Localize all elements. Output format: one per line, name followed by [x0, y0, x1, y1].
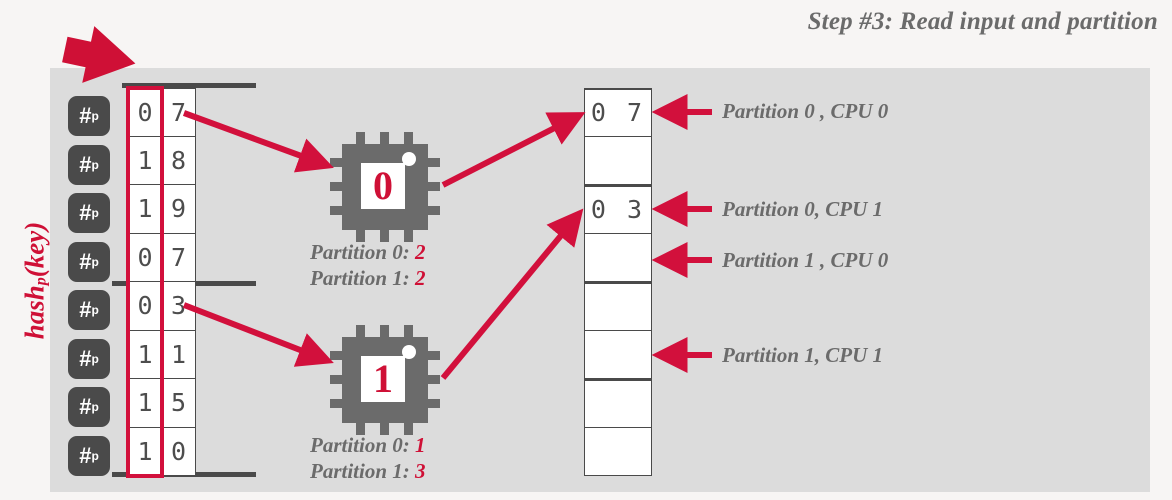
badge-glyph: #: [79, 443, 92, 468]
cell-value: 7: [170, 97, 187, 127]
badge-subscript: p: [91, 352, 99, 366]
caption-count: 1: [415, 433, 426, 457]
cell-value: 8: [170, 145, 187, 175]
cpu-chip-icon: 0: [330, 132, 440, 242]
cpu-chip-icon: 1: [330, 325, 440, 435]
output-cell: 0 3: [584, 185, 652, 234]
output-label: Partition 1, CPU 1: [722, 343, 884, 367]
output-cell: [584, 233, 652, 282]
caption-line: Partition 0: 2: [310, 240, 530, 266]
cpu1-caption: Partition 0: 1 Partition 1: 3: [310, 433, 530, 484]
cell-value: 7: [170, 242, 187, 272]
output-column: 0 7 0 3: [584, 88, 652, 476]
output-cell: [584, 282, 652, 331]
output-cell: [584, 330, 652, 379]
badge-subscript: p: [91, 158, 99, 172]
input-pointer-arrow: [62, 26, 136, 83]
badge-glyph: #: [79, 249, 92, 274]
cpu-label: 1: [373, 356, 393, 401]
output-cell: 0 7: [584, 88, 652, 137]
caption-text: Partition 0:: [310, 240, 410, 264]
output-label: Partition 1 , CPU 0: [722, 248, 889, 272]
badge-subscript: p: [91, 109, 99, 123]
hash-badge: #p: [68, 436, 110, 476]
badge-subscript: p: [91, 303, 99, 317]
caption-count: 2: [415, 265, 426, 290]
cell-value: 0: [170, 436, 187, 466]
badge-subscript: p: [91, 206, 99, 220]
cell-value: 1: [170, 339, 187, 369]
table-rule-top: [122, 83, 256, 88]
badge-glyph: #: [79, 152, 92, 177]
output-cell: [584, 136, 652, 185]
caption-text: Partition 0:: [310, 433, 410, 457]
cell-value: 9: [170, 194, 187, 224]
caption-text: Partition 1:: [310, 265, 410, 290]
caption-count: 3: [415, 458, 426, 483]
arrow-row5-to-cpu1: [182, 302, 334, 367]
badge-subscript: p: [91, 255, 99, 269]
caption-line: Partition 1: 2: [310, 266, 530, 292]
output-label: Partition 0 , CPU 0: [722, 99, 889, 123]
cpu-label: 0: [373, 163, 393, 208]
hash-badge: #p: [68, 96, 110, 136]
badge-glyph: #: [79, 297, 92, 322]
badge-glyph: #: [79, 200, 92, 225]
caption-text: Partition 1:: [310, 458, 410, 483]
caption-line: Partition 0: 1: [310, 433, 530, 459]
output-cell: [584, 379, 652, 428]
cell-value: 3: [170, 291, 187, 321]
caption-line: Partition 1: 3: [310, 459, 530, 485]
hash-badge: #p: [68, 242, 110, 282]
badge-subscript: p: [91, 449, 99, 463]
cpu0-caption: Partition 0: 2 Partition 1: 2: [310, 240, 530, 291]
hash-badge: #p: [68, 339, 110, 379]
hash-badge: #p: [68, 145, 110, 185]
arrow-row1-to-cpu0: [182, 110, 334, 173]
hash-badge: #p: [68, 387, 110, 427]
cell-value: 5: [170, 388, 187, 418]
badge-subscript: p: [91, 400, 99, 414]
output-cell: [584, 427, 652, 476]
hash-badge: #p: [68, 290, 110, 330]
badge-glyph: #: [79, 394, 92, 419]
arrow-cpu1-to-output: [440, 208, 584, 380]
page-title: Step #3: Read input and partition: [807, 8, 1158, 35]
badge-glyph: #: [79, 346, 92, 371]
caption-count: 2: [415, 240, 426, 264]
hash-badge: #p: [68, 193, 110, 233]
arrow-cpu0-to-output: [441, 112, 586, 188]
output-label: Partition 0, CPU 1: [722, 197, 884, 221]
badge-glyph: #: [79, 103, 92, 128]
